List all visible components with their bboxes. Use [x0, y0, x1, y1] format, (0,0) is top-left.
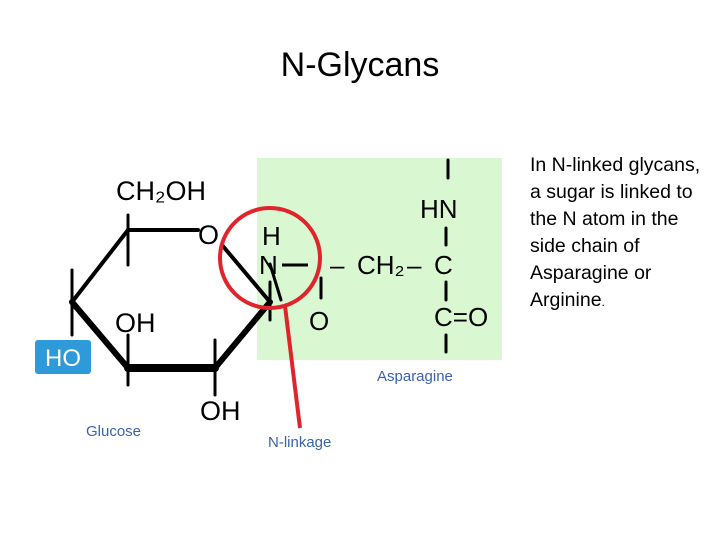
ho-label: HO — [45, 345, 81, 372]
glucose-caption: Glucose — [86, 423, 141, 440]
c-alpha-label: C — [434, 250, 453, 280]
description-period: . — [601, 295, 605, 309]
description-body: In N-linked glycans, a sugar is linked t… — [530, 154, 701, 311]
slide-title: N-Glycans — [280, 46, 440, 84]
asparagine-background — [257, 158, 502, 360]
oh-upper-label: OH — [115, 308, 156, 338]
ch2-label: CH₂ — [357, 250, 405, 280]
description-text: In N-linked glycans, a sugar is linked t… — [530, 152, 712, 316]
linkage-pointer-line — [283, 305, 302, 429]
carbonyl-oxygen-label: O — [309, 306, 329, 336]
dash-label-1: – — [330, 250, 345, 280]
ring-oxygen-label: O — [198, 220, 219, 250]
substituent-bonds — [70, 158, 450, 397]
oh-lower-label: OH — [200, 396, 241, 426]
asparagine-caption: Asparagine — [377, 368, 453, 385]
n-linkage-caption: N-linkage — [268, 434, 331, 451]
ch2oh-label: CH₂OH — [116, 176, 206, 206]
glucose-ring — [69, 228, 273, 372]
h-label: H — [262, 221, 281, 251]
n-label: N — [259, 250, 278, 280]
carboxyl-label: C=O — [434, 302, 488, 332]
dash-label-2: – — [407, 250, 422, 280]
ho-box — [35, 340, 91, 374]
linkage-highlight-circle — [218, 206, 322, 310]
hn-label: HN — [420, 194, 458, 224]
